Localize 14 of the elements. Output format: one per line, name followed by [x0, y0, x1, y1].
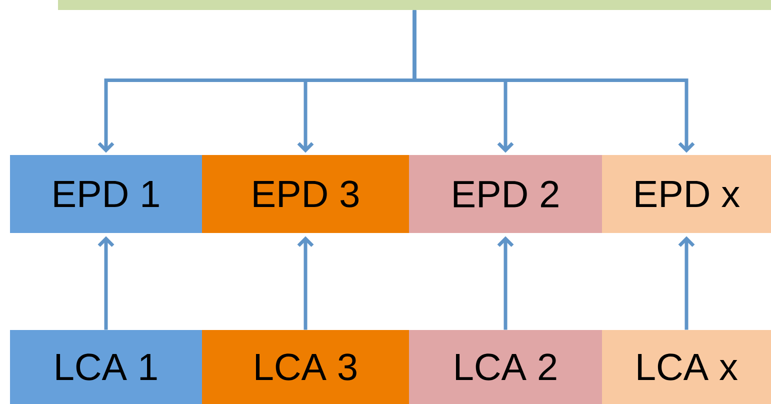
header-box: [58, 0, 771, 10]
process-box: LCA x: [602, 330, 771, 404]
process-box: EPD 3: [202, 155, 409, 233]
process-box: LCA 3: [202, 330, 409, 404]
process-box: LCA 1: [10, 330, 202, 404]
process-box: EPD 2: [409, 155, 602, 233]
arrow: [678, 236, 695, 330]
process-box: EPD x: [602, 155, 771, 233]
process-box: EPD 1: [10, 155, 202, 233]
arrow: [98, 236, 114, 330]
arrow: [497, 236, 514, 330]
process-box: LCA 2: [409, 330, 602, 404]
arrow: [297, 236, 314, 330]
arrow: [412, 10, 695, 153]
